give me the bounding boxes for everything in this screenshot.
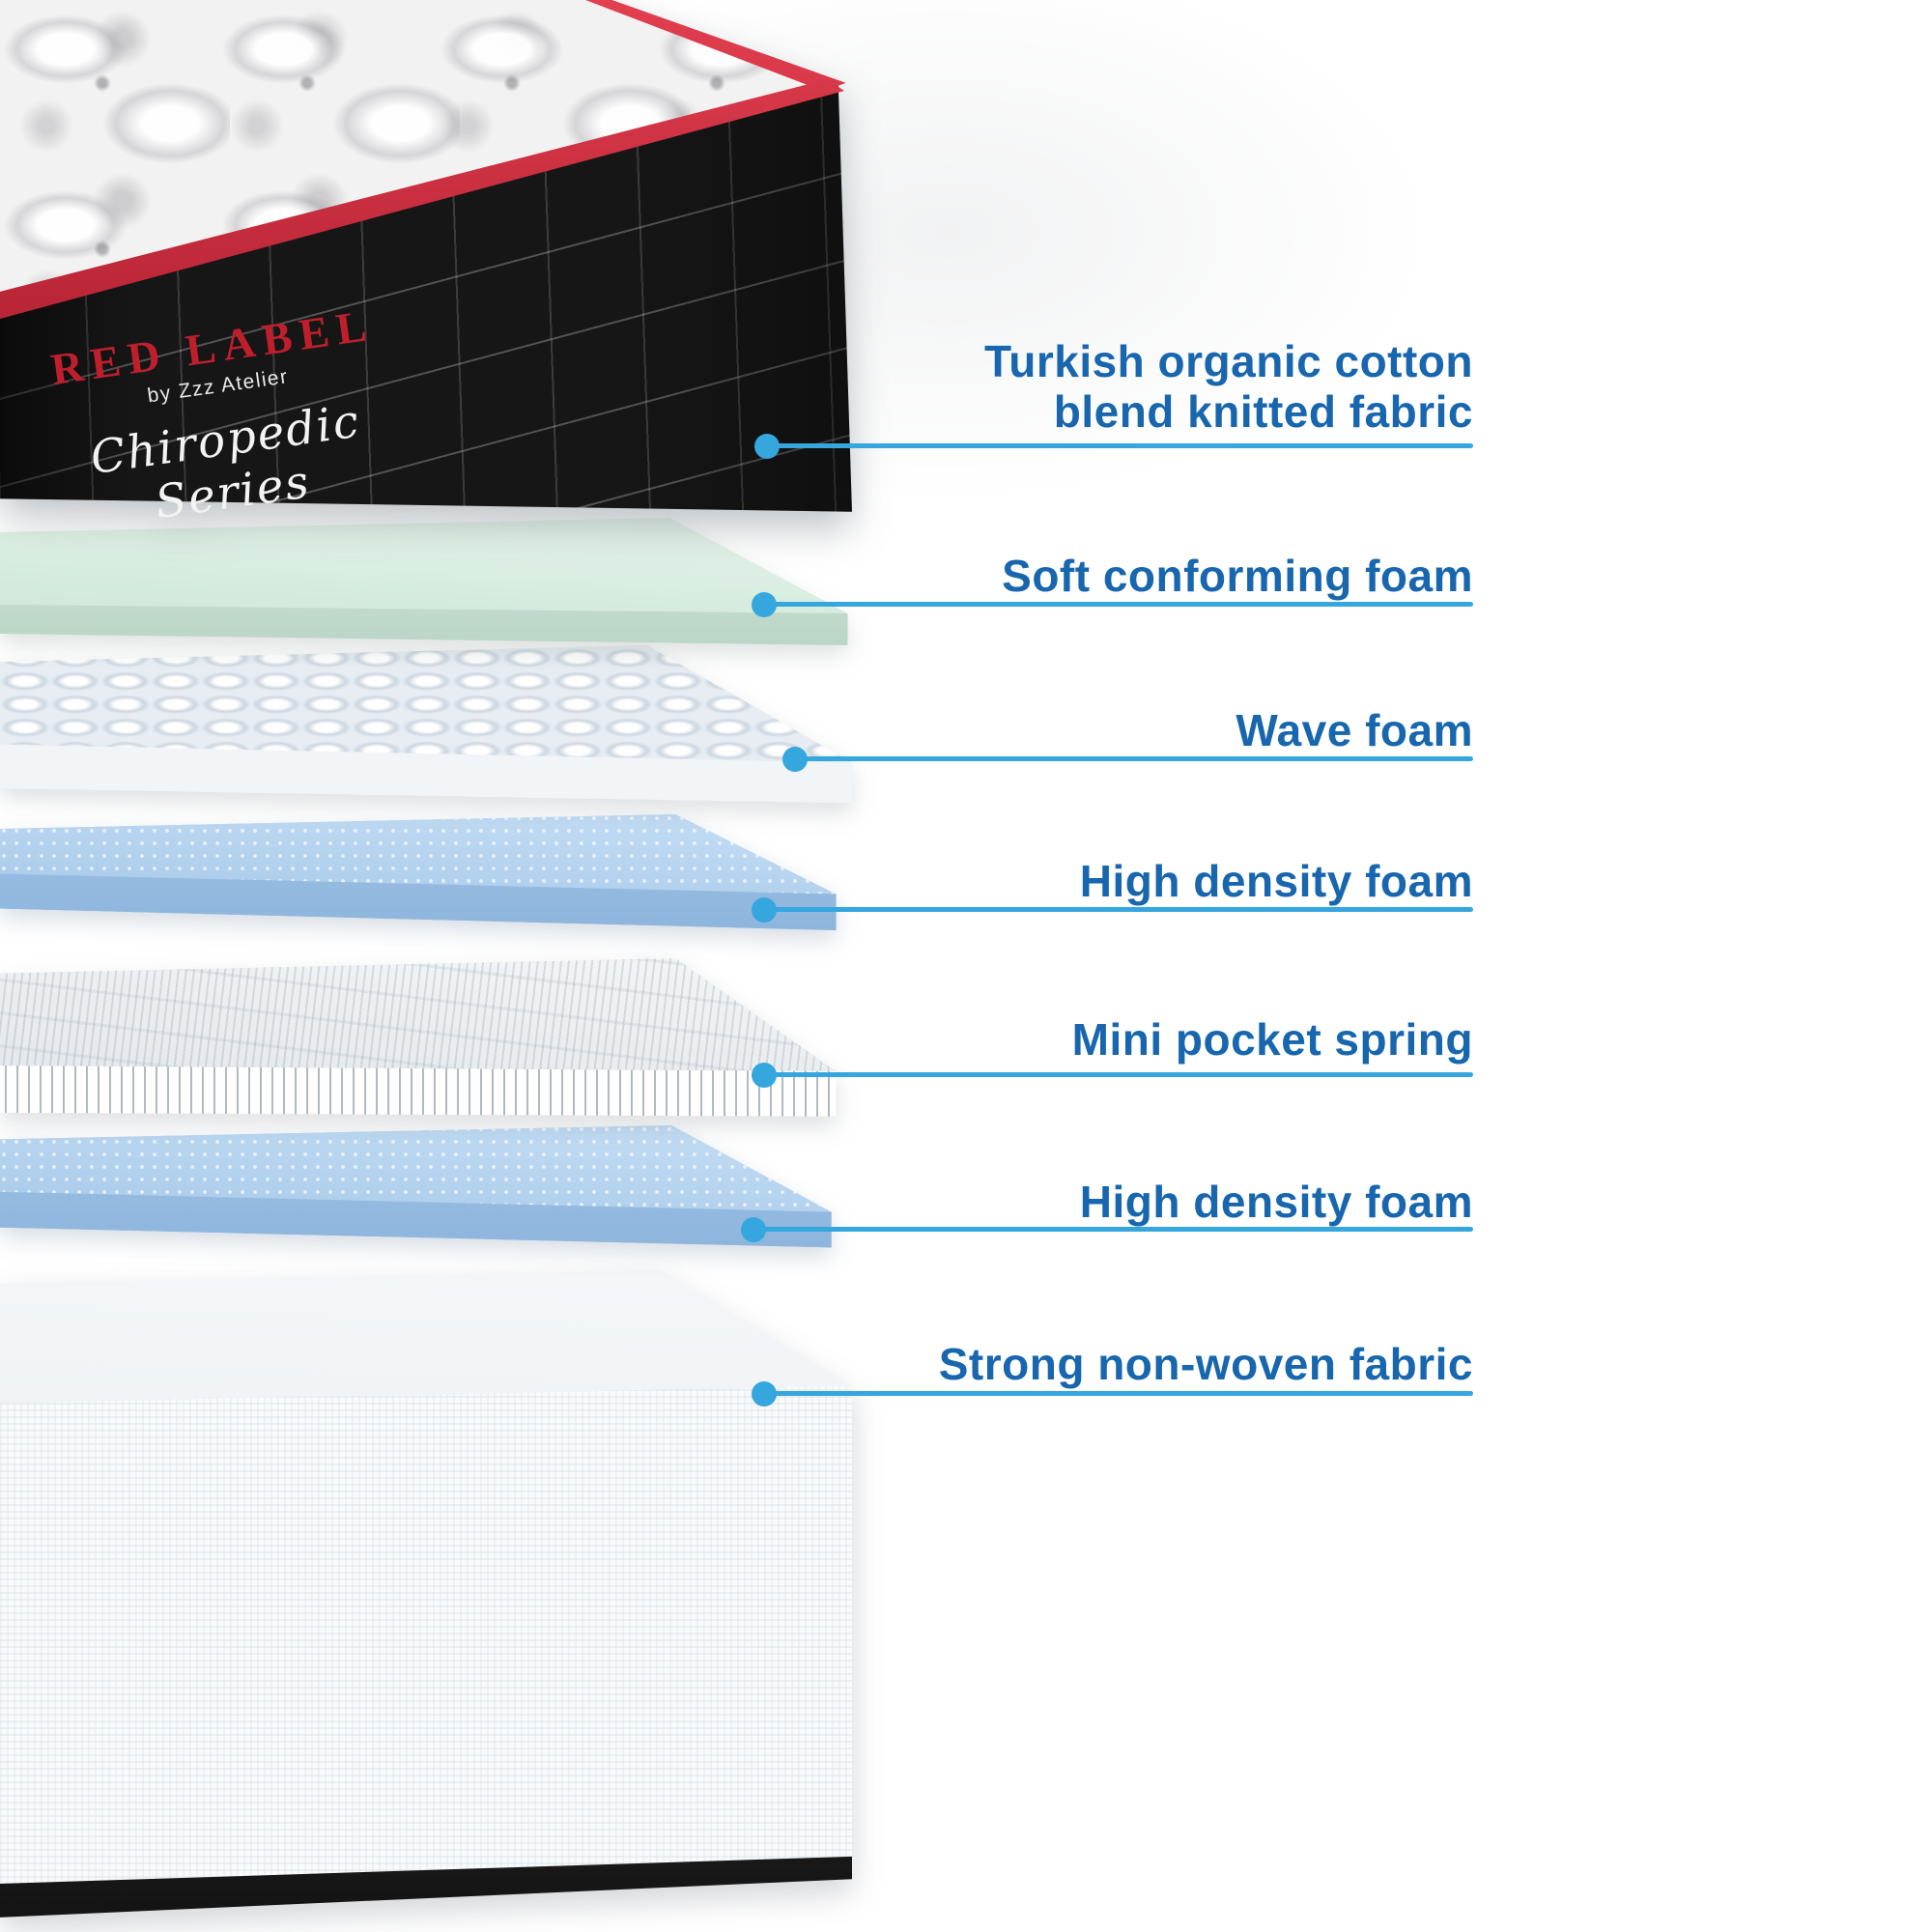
- annotation-label: Turkish organic cotton blend knitted fab…: [984, 336, 1473, 437]
- leader-line: [754, 433, 1473, 459]
- annotation-label: Soft conforming foam: [1002, 551, 1473, 601]
- leader-dot: [752, 591, 777, 617]
- annotation-label: Strong non-woven fabric: [938, 1339, 1473, 1389]
- layer-non-woven-fabric-base: [0, 1270, 869, 1932]
- leader-line: [741, 1216, 1473, 1242]
- annotation-label: Mini pocket spring: [1071, 1014, 1473, 1065]
- leader-line: [752, 591, 1473, 617]
- pocket-spring-top-surface: [0, 958, 837, 1117]
- leader-dot: [741, 1216, 766, 1242]
- leader-dot: [782, 746, 808, 772]
- annotation-label: High density foam: [1079, 856, 1473, 906]
- leader-dot: [752, 896, 777, 923]
- leader-line: [782, 746, 1473, 772]
- leader-dot: [754, 433, 780, 459]
- pocket-spring-front-edge: [0, 1065, 837, 1117]
- leader-dot: [752, 1062, 777, 1088]
- leader-line: [752, 1062, 1473, 1088]
- layer-high-density-foam-lower: [0, 1125, 850, 1280]
- wave-foam-top-surface: [0, 645, 853, 804]
- layer-wave-foam: [0, 645, 874, 829]
- layer-mini-pocket-spring: [0, 958, 855, 1147]
- leader-line: [752, 1380, 1473, 1406]
- leader-dot: [752, 1380, 777, 1406]
- layer-soft-conforming-foam: [0, 518, 869, 663]
- layer-high-density-foam-upper: [0, 814, 855, 959]
- annotation-label: Wave foam: [1236, 705, 1473, 755]
- base-front-face: [0, 1385, 852, 1884]
- leader-line: [752, 896, 1473, 923]
- annotation-label: High density foam: [1079, 1177, 1473, 1227]
- mattress-block: RED LABEL by Zzz Atelier Chiropedic Seri…: [0, 0, 860, 529]
